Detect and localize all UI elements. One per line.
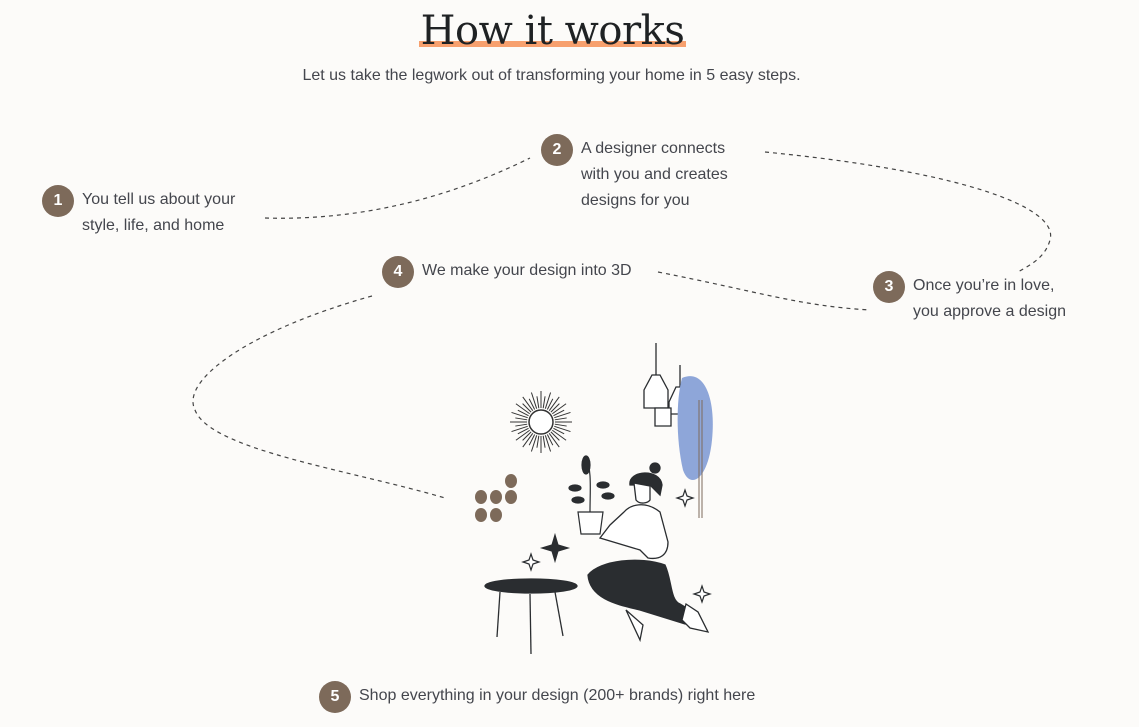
sun-ray (517, 427, 529, 435)
sun-ray (522, 396, 534, 411)
sun-ray (554, 423, 567, 427)
sun-ray (515, 423, 528, 427)
step-number-badge: 4 (382, 256, 414, 288)
pendant-lamps-icon (643, 343, 713, 518)
sun-ray (536, 396, 540, 409)
sun-ray (511, 425, 528, 433)
page-subtitle: Let us take the legwork out of transform… (302, 67, 801, 84)
step-5: 5 Shop everything in your design (200+ b… (319, 681, 755, 713)
sun-ray (544, 435, 552, 452)
sun-ray (550, 403, 560, 413)
step-number-badge: 1 (42, 185, 74, 217)
sun-ray (553, 427, 565, 435)
sun-ray (553, 409, 565, 417)
dashed-path (192, 151, 1052, 499)
sun-ray (542, 435, 546, 448)
sun-ray (546, 434, 554, 446)
decorative-dots (475, 474, 517, 522)
sun-ray (528, 434, 536, 446)
page-title: How it works (418, 8, 687, 54)
step-number-badge: 2 (541, 134, 573, 166)
sun-ray (550, 431, 560, 441)
sun-ray (511, 411, 528, 419)
sun-ray (528, 398, 536, 410)
sun-mirror-icon (510, 391, 572, 453)
step-4: 4 We make your design into 3D (382, 256, 632, 288)
sun-ray (522, 403, 532, 413)
sun-ray (517, 409, 529, 417)
sun-ray (515, 429, 530, 441)
sun-ray (546, 398, 554, 410)
step-3: 3 Once you’re in love,you approve a desi… (873, 271, 1066, 325)
potted-plant-icon (568, 455, 615, 535)
sun-ray (522, 431, 532, 441)
sun-ray (515, 417, 528, 421)
sun-ray (554, 411, 571, 419)
person-illustration (587, 462, 710, 643)
sparkle-icon (521, 488, 712, 604)
sun-ray (515, 403, 530, 415)
side-table-icon (484, 578, 578, 655)
sun-ray (552, 403, 567, 415)
sun-ray (554, 425, 571, 433)
sun-ray (542, 396, 546, 409)
sun-ray (548, 396, 560, 411)
sun-ray (548, 433, 560, 448)
sun-ray (530, 392, 538, 409)
sun-ray (554, 417, 567, 421)
sun-ray (552, 429, 567, 441)
sun-ray (530, 435, 538, 452)
sun-ray (536, 435, 540, 448)
step-number-badge: 3 (873, 271, 905, 303)
sun-ray (522, 433, 534, 448)
sun-ray (544, 392, 552, 409)
step-number-badge: 5 (319, 681, 351, 713)
